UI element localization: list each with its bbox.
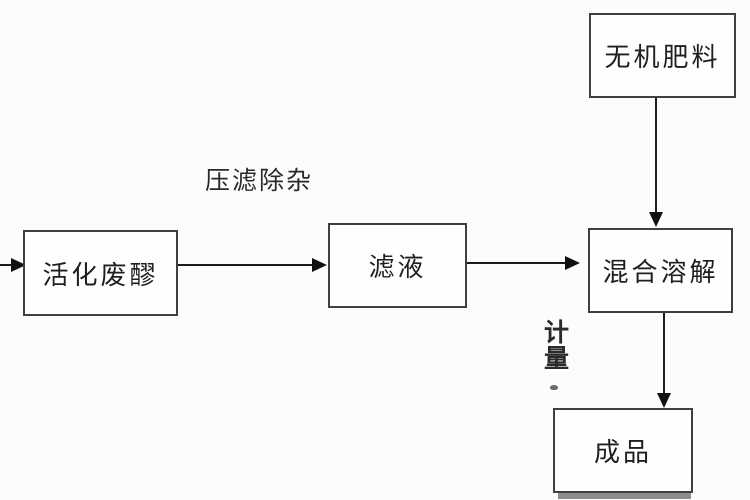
node-inorganic-fertilizer-label: 无机肥料 <box>604 42 721 72</box>
node-activated-waste-mash-label: 活化废醪 <box>42 259 159 290</box>
stray-ink-mark <box>550 385 558 390</box>
metering-step-label: 计量 <box>544 319 572 374</box>
press-filter-step-label: 压滤除杂 <box>205 167 314 195</box>
node-activated-waste-mash: 活化废醪 <box>23 230 178 316</box>
node-filtrate-label: 滤液 <box>368 252 427 282</box>
node-filtrate: 滤液 <box>328 223 467 308</box>
finished-product-box-shadow <box>558 493 691 499</box>
edge-filtrate-to-mix-dissolve <box>467 256 580 270</box>
node-mix-dissolve-label: 混合溶解 <box>602 257 719 287</box>
node-finished-product-label: 成品 <box>593 437 652 467</box>
node-inorganic-fertilizer: 无机肥料 <box>589 13 736 98</box>
edge-inorganic-fertilizer-to-mix-dissolve <box>649 98 663 227</box>
node-finished-product: 成品 <box>553 408 693 493</box>
edge-mix-dissolve-to-finished-product <box>657 313 671 408</box>
node-mix-dissolve: 混合溶解 <box>588 228 733 313</box>
edge-activated-waste-mash-to-filtrate <box>178 258 327 272</box>
